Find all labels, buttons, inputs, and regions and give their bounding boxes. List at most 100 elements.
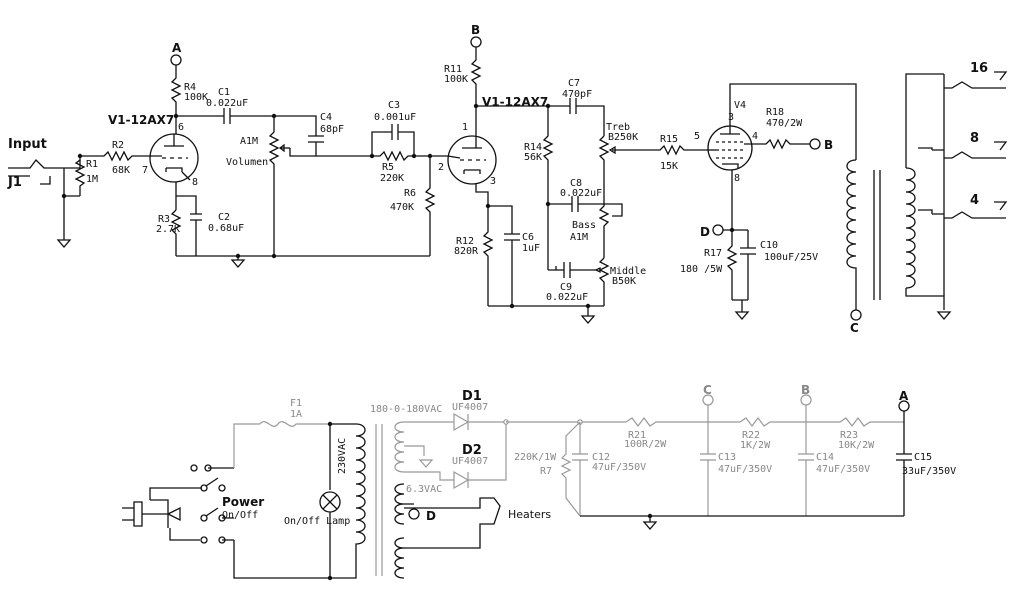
fuse-f1: F1 1A (259, 398, 330, 427)
c14-value: 47uF/350V (816, 464, 870, 475)
c13-ref: C13 (718, 452, 736, 463)
r22-ref: R22 (742, 430, 760, 441)
c1-value: 0.022uF (206, 98, 248, 109)
capacitor-c12: C12 47uF/350V (572, 422, 646, 516)
resistor-r3: R3 2.7K (156, 209, 182, 256)
node-a-ps-label: A (899, 389, 909, 403)
v1b-pin2: 2 (438, 162, 444, 173)
node-b-v4-label: B (824, 138, 833, 152)
node-d-ps-label: D (426, 509, 436, 523)
hv-secondary-label: 180-0-180VAC (370, 404, 442, 415)
r14-value: 56K (524, 152, 542, 163)
r21-value: 100R/2W (624, 439, 667, 450)
input-jack: Input J1 (7, 137, 64, 190)
r11-value: 100K (444, 74, 468, 85)
v1a-pin8: 8 (192, 177, 198, 188)
v4-pin4: 4 (752, 131, 758, 142)
lamp-label: On/Off Lamp (284, 516, 350, 527)
r18-ref: R18 (766, 107, 784, 118)
c4-ref: C4 (320, 112, 332, 123)
resistor-r17: R17 180 /5W (680, 230, 738, 300)
resistor-r22: R22 1K/2W (708, 417, 806, 451)
v4-pin3: 3 (728, 112, 734, 123)
r21-ref: R21 (628, 430, 646, 441)
v1b-pin1: 1 (462, 122, 468, 133)
capacitor-c10: C10 100uF/25V (740, 230, 818, 300)
r7-ref: R7 (540, 466, 552, 477)
heater-secondary-label: 6.3VAC (406, 484, 442, 495)
resistor-r7: 220K/1W R7 (514, 421, 581, 517)
pot-a1m-label: A1M (240, 136, 258, 147)
f1-value: 1A (290, 409, 302, 420)
resistor-r14: R14 56K (524, 106, 554, 270)
bass-value: A1M (570, 232, 588, 243)
c1-ref: C1 (218, 87, 230, 98)
d2-value: UF4007 (452, 456, 488, 467)
r12-ref: R12 (456, 236, 474, 247)
r4-ref: R4 (184, 82, 196, 93)
treble-value: B250K (608, 132, 638, 143)
c6-ref: C6 (522, 232, 534, 243)
capacitor-c7: C7 470pF (548, 78, 605, 136)
r7-value: 220K/1W (514, 452, 557, 463)
c10-ref: C10 (760, 240, 778, 251)
resistor-r18: R18 470/2W (744, 107, 810, 150)
pot-bass: Bass A1M (570, 192, 623, 258)
c9-ref: C9 (560, 282, 572, 293)
middle-value: B50K (612, 276, 636, 287)
resistor-r4: R4 100K (170, 65, 208, 134)
heaters-label: Heaters (508, 508, 551, 521)
r15-value: 15K (660, 161, 678, 172)
power-onoff-label: On/Off (222, 510, 258, 521)
r18-value: 470/2W (766, 118, 803, 129)
r1-value: 1M (86, 174, 98, 185)
capacitor-c14: C14 47uF/350V (798, 422, 870, 516)
capacitor-c4: C4 68pF (274, 112, 344, 157)
diode-d2: D2 UF4007 (452, 422, 507, 490)
r6-value: 470K (390, 202, 414, 213)
capacitor-c15: C15 33uF/350V (896, 422, 956, 516)
out8-label: 8 (970, 131, 979, 146)
c9-value: 0.022uF (546, 292, 588, 303)
c2-ref: C2 (218, 212, 230, 223)
f1-ref: F1 (290, 398, 302, 409)
pot-treble: Treb B250K (598, 122, 650, 192)
c4-value: 68pF (320, 124, 344, 135)
d1-value: UF4007 (452, 402, 488, 413)
node-b-top (470, 36, 482, 48)
c12-value: 47uF/350V (592, 462, 646, 473)
tube-v4: V4 3 4 5 8 (694, 100, 758, 184)
output-jack-16: 16 (944, 61, 1008, 89)
node-b-ps-label: B (801, 383, 810, 397)
node-b-v4 (809, 138, 821, 150)
output-jack-8: 8 (944, 131, 1008, 159)
ground-symbol (57, 239, 71, 248)
r6-ref: R6 (404, 188, 416, 199)
c3-value: 0.001uF (374, 112, 416, 123)
r5-ref: R5 (382, 162, 394, 173)
bass-label: Bass (572, 220, 596, 231)
node-b-label: B (471, 23, 480, 37)
r12-value: 820R (454, 246, 479, 257)
r4-value: 100K (184, 92, 208, 103)
capacitor-c13: C13 47uF/350V (700, 422, 772, 516)
resistor-r2: R2 68K (80, 140, 140, 176)
node-d-label: D (700, 225, 710, 239)
resistor-r15: R15 15K (650, 134, 708, 172)
resistor-r21: R21 100R/2W (624, 417, 708, 450)
node-c-ot-label: C (850, 321, 859, 335)
node-d-ps (408, 508, 420, 520)
v4-label: V4 (734, 100, 746, 111)
power-transformer: 180-0-180VAC 6.3VAC (355, 404, 442, 579)
capacitor-c9: C9 0.022uF (546, 262, 596, 303)
resistor-r1: R1 1M (64, 156, 98, 196)
resistor-r6: R6 470K (390, 156, 436, 256)
r15-ref: R15 (660, 134, 678, 145)
d2-ref: D2 (462, 443, 482, 458)
r1-ref: R1 (86, 159, 98, 170)
r23-value: 10K/2W (838, 440, 875, 451)
c15-ref: C15 (914, 452, 932, 463)
r5-value: 220K (380, 173, 404, 184)
r14-ref: R14 (524, 142, 542, 153)
c3-ref: C3 (388, 100, 400, 111)
